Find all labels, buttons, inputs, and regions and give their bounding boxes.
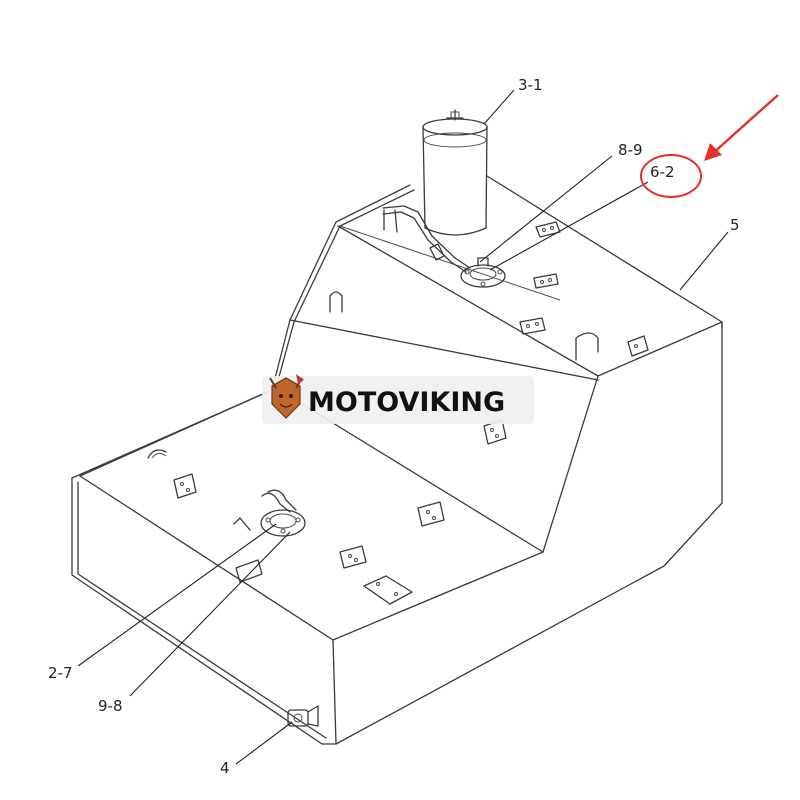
bracket — [339, 545, 367, 569]
bracket — [173, 473, 197, 499]
viking-mascot-icon — [269, 374, 304, 419]
bracket — [417, 501, 445, 527]
callout-6-2: 6-2 — [650, 163, 675, 181]
highlight-arrow-icon — [711, 94, 779, 155]
brand-watermark: MOTOVIKING — [262, 374, 534, 424]
bracket — [535, 221, 561, 238]
callout-8-9: 8-9 — [618, 141, 643, 159]
arrow-head-icon — [704, 143, 722, 161]
highlight-marker — [640, 94, 779, 198]
callout-5: 5 — [730, 216, 740, 234]
callout-labels: 3-1 8-9 6-2 5 2-7 9-8 4 — [48, 76, 740, 777]
clip — [575, 332, 599, 361]
watermark-background — [262, 376, 534, 424]
callout-9-8: 9-8 — [98, 697, 123, 715]
sending-unit-lower — [233, 489, 306, 537]
fuel-tank-body — [71, 175, 723, 745]
watermark-text: MOTOVIKING — [308, 387, 505, 418]
callout-2-7: 2-7 — [48, 664, 73, 682]
fuel-filter-canister — [422, 109, 488, 236]
leader-lines — [77, 89, 729, 765]
callout-3-1: 3-1 — [518, 76, 543, 94]
fuel-line — [382, 205, 471, 273]
clip — [429, 243, 445, 261]
callout-4: 4 — [220, 759, 230, 777]
bracket — [533, 273, 559, 289]
clip — [147, 449, 167, 459]
bracket — [627, 335, 649, 357]
bracket — [363, 575, 413, 605]
clip — [329, 291, 343, 313]
mounting-brackets — [147, 221, 649, 605]
bracket — [235, 559, 263, 583]
sending-unit-top — [460, 257, 506, 288]
bracket — [519, 317, 546, 335]
highlight-circle — [640, 154, 702, 198]
drain-valve — [287, 705, 319, 727]
